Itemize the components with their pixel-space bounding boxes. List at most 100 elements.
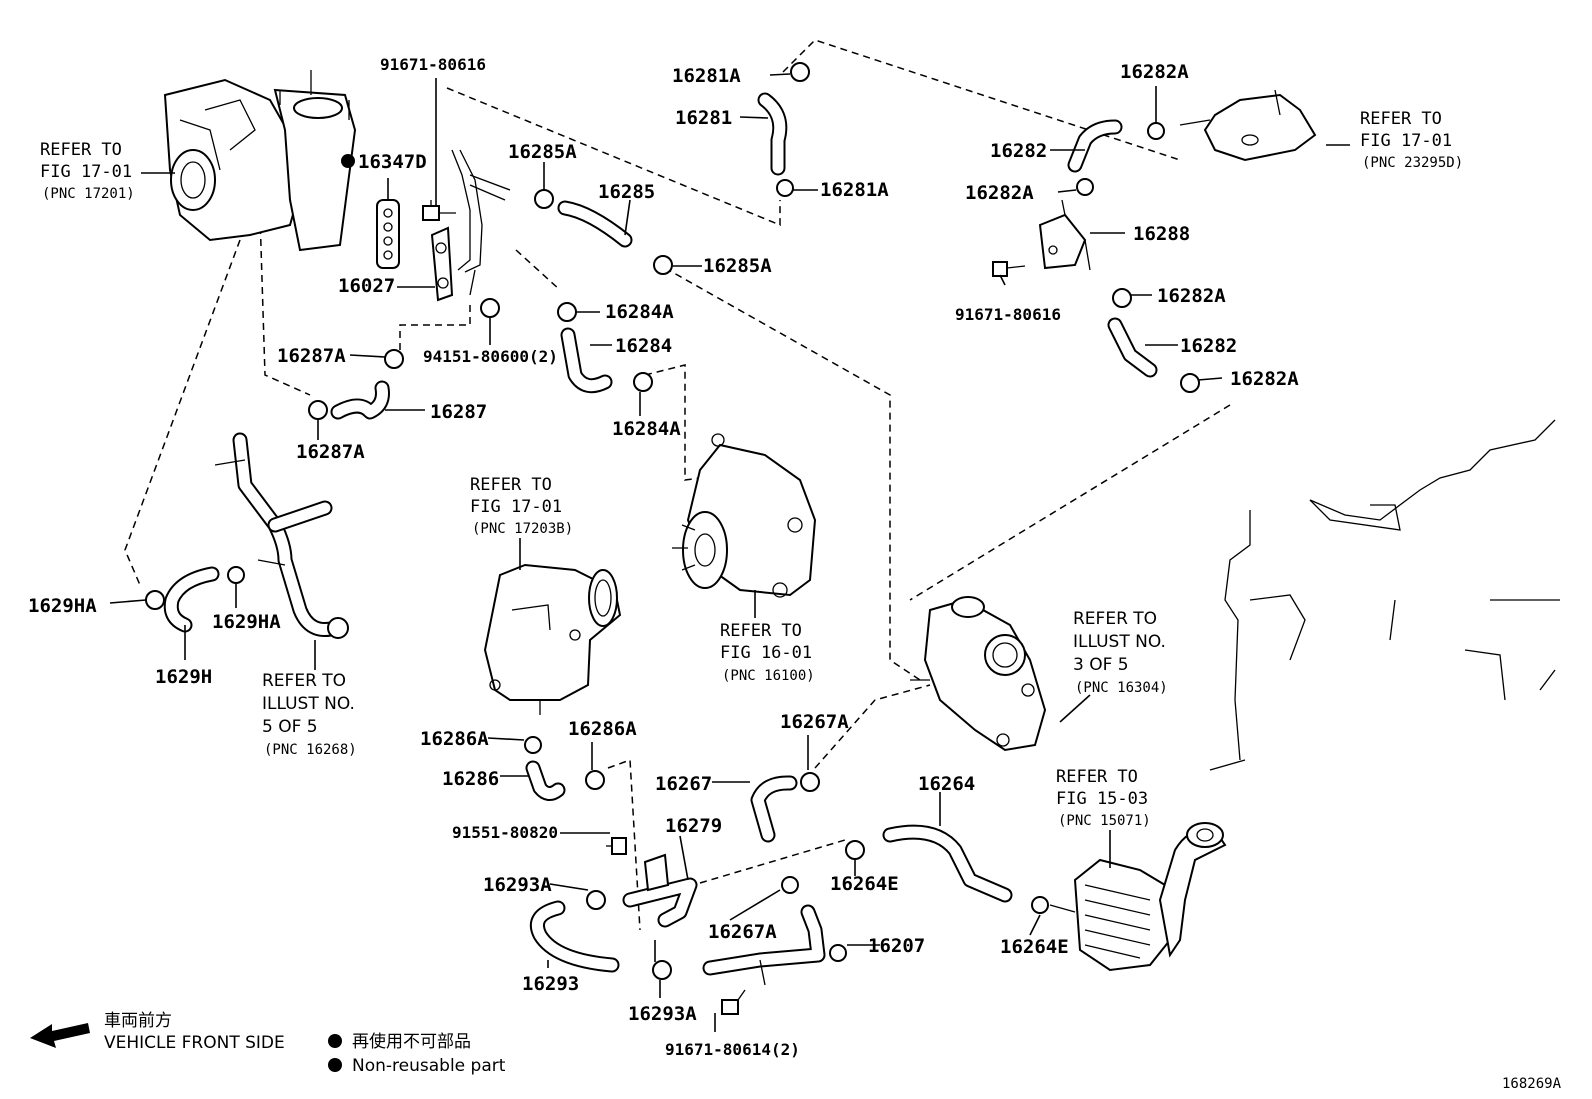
label-16282a-d: 16282A: [1230, 368, 1299, 390]
ref-17201-line3: (PNC 17201): [42, 186, 135, 202]
label-16285: 16285: [598, 181, 655, 203]
legend-nonreuse-jp: 再使用不可部品: [352, 1031, 471, 1052]
label-16281a-b: 16281A: [820, 179, 889, 201]
leader-lines: [109, 73, 1350, 1032]
ref-15071-line2: FIG 15-03: [1056, 789, 1148, 809]
ref-23295d-line3: (PNC 23295D): [1362, 155, 1463, 171]
part-labels: 91671-80616 16347D 16027 16285A 16285 16…: [28, 55, 1299, 1059]
hose-16282-lower: [1107, 317, 1158, 378]
ref-16268-line3: 5 OF 5: [262, 717, 318, 737]
label-16293a-a: 16293A: [483, 874, 552, 896]
label-16264: 16264: [918, 773, 975, 795]
label-16288: 16288: [1133, 223, 1190, 245]
label-16284a-a: 16284A: [605, 301, 674, 323]
label-16293: 16293: [522, 973, 579, 995]
label-16264e-b: 16264E: [1000, 936, 1069, 958]
hose-1629h: [163, 566, 220, 633]
legend-front-jp: 車両前方: [104, 1011, 172, 1031]
label-1629ha-a: 1629HA: [28, 595, 97, 617]
label-91671-80616-right: 91671-80616: [955, 305, 1061, 324]
label-16281: 16281: [675, 107, 732, 129]
label-16287a-b: 16287A: [296, 441, 365, 463]
bracket-16288: [1038, 199, 1091, 271]
hose-clamps: [145, 62, 1200, 980]
label-16285a-b: 16285A: [703, 255, 772, 277]
hose-16282-top: [1067, 119, 1123, 173]
bolt-91551-80820: [606, 837, 627, 855]
label-16282a-c: 16282A: [1157, 285, 1226, 307]
water-pipe-16027: [430, 149, 511, 302]
label-16287a-a: 16287A: [277, 345, 346, 367]
cap-94151: [480, 298, 500, 318]
label-16281a-a: 16281A: [672, 65, 741, 87]
legend-nonreuse-en: Non-reusable part: [352, 1056, 506, 1076]
non-reusable-dot-icon-2: [328, 1058, 342, 1072]
label-16286: 16286: [442, 768, 499, 790]
label-16264e-a: 16264E: [830, 873, 899, 895]
ref-16100-line2: FIG 16-01: [720, 643, 812, 663]
label-16267a-a: 16267A: [780, 711, 849, 733]
dashed-routing-lines: [124, 39, 1231, 931]
label-16286a-a: 16286A: [420, 728, 489, 750]
hose-16267: [750, 775, 798, 843]
pipe-16207: [702, 904, 847, 986]
legend-front-en: VEHICLE FRONT SIDE: [104, 1033, 285, 1053]
label-16284: 16284: [615, 335, 672, 357]
bracket-23295d: [1179, 89, 1317, 162]
label-16285a-a: 16285A: [508, 141, 577, 163]
ref-17203b-line2: FIG 17-01: [470, 497, 562, 517]
hose-16284: [560, 327, 613, 394]
label-16027: 16027: [338, 275, 395, 297]
label-16282-a: 16282: [990, 140, 1047, 162]
label-16287: 16287: [430, 401, 487, 423]
ref-17203b-line1: REFER TO: [470, 475, 552, 495]
label-94151-80600: 94151-80600(2): [423, 347, 558, 366]
ref-16268-line1: REFER TO: [262, 671, 346, 691]
hose-16264: [882, 824, 1013, 903]
ref-16304-line3: 3 OF 5: [1073, 655, 1129, 675]
ref-16304-line1: REFER TO: [1073, 609, 1157, 629]
ref-17201-line1: REFER TO: [40, 140, 122, 160]
ref-16268-line4: (PNC 16268): [264, 742, 357, 758]
label-91551-80820: 91551-80820: [452, 823, 558, 842]
ref-17201-line2: FIG 17-01: [40, 162, 132, 182]
bolt-91671-80616-top: [422, 200, 456, 221]
label-16267a-b: 16267A: [708, 921, 777, 943]
ref-23295d-line1: REFER TO: [1360, 109, 1442, 129]
oil-cooler-15071: [1049, 822, 1227, 972]
label-16267: 16267: [655, 773, 712, 795]
figure-id: 168269A: [1502, 1076, 1562, 1092]
hose-16287: [330, 380, 390, 420]
pipe-16279: [622, 853, 698, 928]
hose-16285: [557, 200, 633, 248]
label-16282a-a: 16282A: [1120, 61, 1189, 83]
ref-16304-line4: (PNC 16304): [1075, 680, 1168, 696]
label-16282-b: 16282: [1180, 335, 1237, 357]
thermostat-housing-17203b: [483, 563, 622, 715]
bolt-91671-80614: [721, 989, 746, 1015]
water-outlet-16304: [910, 596, 1047, 752]
ref-16304-line2: ILLUST NO.: [1073, 632, 1166, 652]
hose-16293: [529, 900, 620, 973]
ref-17203b-line3: (PNC 17203B): [472, 521, 573, 537]
water-pump-16100: [672, 433, 817, 598]
front-arrow-icon: [30, 1023, 90, 1048]
label-16347d: 16347D: [358, 151, 427, 173]
ref-15071-line1: REFER TO: [1056, 767, 1138, 787]
ref-16100-line3: (PNC 16100): [722, 668, 815, 684]
ref-16268-line2: ILLUST NO.: [262, 694, 355, 714]
label-16293a-b: 16293A: [628, 1003, 697, 1025]
label-16284a-b: 16284A: [612, 418, 681, 440]
label-16282a-b: 16282A: [965, 182, 1034, 204]
label-16207: 16207: [868, 935, 925, 957]
hose-16281: [757, 92, 788, 176]
engine-outline: [1209, 419, 1560, 771]
hose-16286: [525, 760, 566, 801]
ref-23295d-line2: FIG 17-01: [1360, 131, 1452, 151]
label-16279: 16279: [665, 815, 722, 837]
legend: 車両前方 VEHICLE FRONT SIDE 再使用不可部品 Non-reus…: [30, 1011, 506, 1076]
reference-notes: REFER TO FIG 17-01 (PNC 17201) REFER TO …: [40, 109, 1463, 829]
non-reusable-dot-icon: [328, 1034, 342, 1048]
label-91671-80614: 91671-80614(2): [665, 1040, 800, 1059]
